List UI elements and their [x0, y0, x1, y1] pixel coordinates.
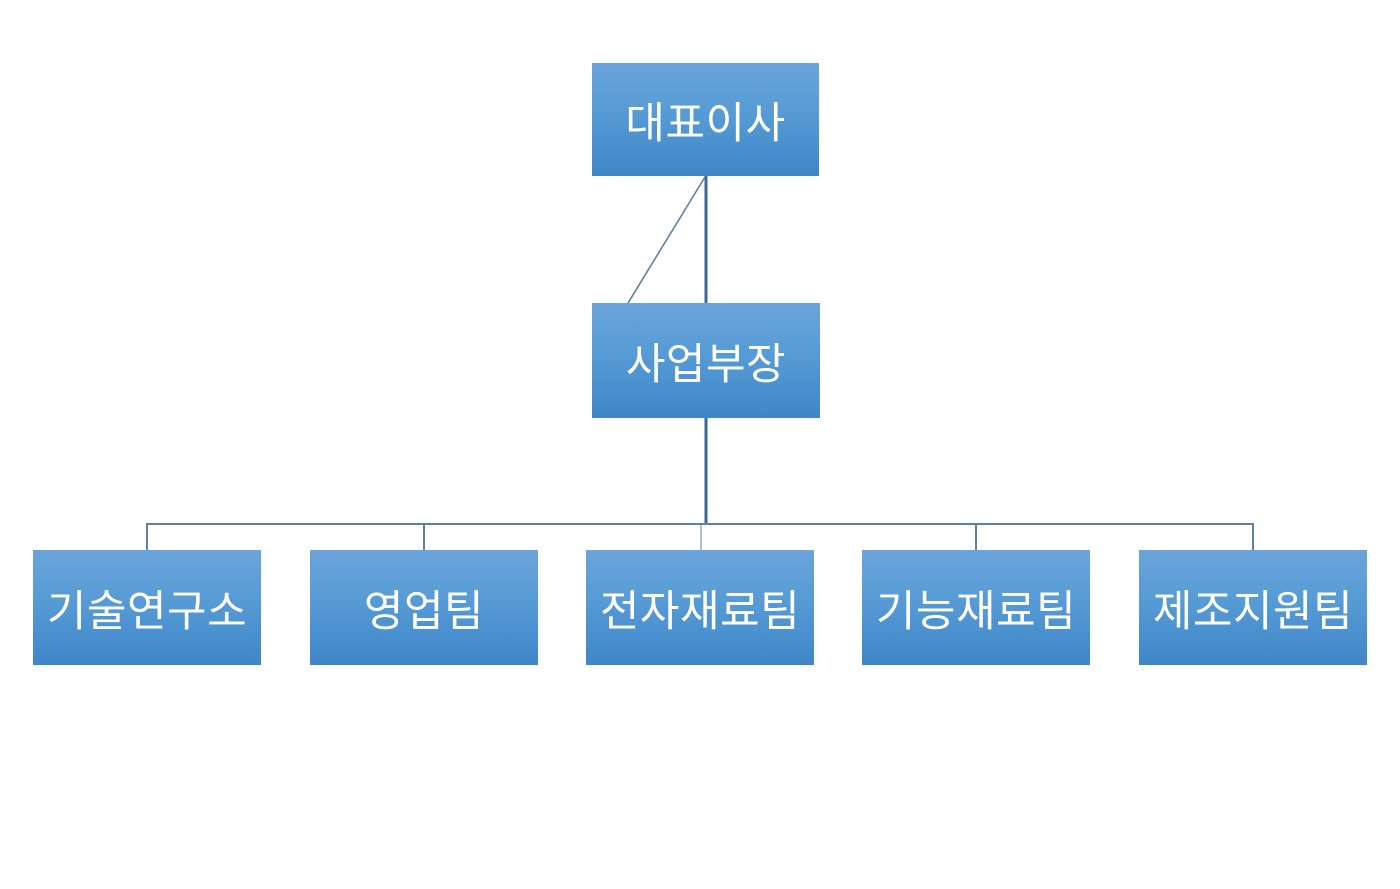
org-node-team-sales[interactable]: 영업팀: [310, 550, 538, 665]
org-node-team-manufacturing-support[interactable]: 제조지원팀: [1139, 550, 1367, 665]
org-node-team-functional-materials[interactable]: 기능재료팀: [862, 550, 1090, 665]
org-node-ceo[interactable]: 대표이사: [592, 63, 819, 176]
org-node-team-label: 제조지원팀: [1152, 587, 1354, 636]
org-node-division-head-label: 사업부장: [625, 340, 787, 389]
org-node-division-head[interactable]: 사업부장: [592, 303, 820, 418]
org-node-team-label: 영업팀: [363, 587, 485, 636]
org-node-ceo-label: 대표이사: [625, 99, 786, 148]
org-node-team-label: 전자재료팀: [599, 587, 801, 636]
org-node-team-label: 기술연구소: [46, 587, 248, 636]
org-node-team-label: 기능재료팀: [875, 587, 1077, 636]
org-node-team-electronic-materials[interactable]: 전자재료팀: [586, 550, 814, 665]
org-node-team-tech-research[interactable]: 기술연구소: [33, 550, 261, 665]
connector-ceo-to-division-diagonal: [627, 176, 706, 304]
